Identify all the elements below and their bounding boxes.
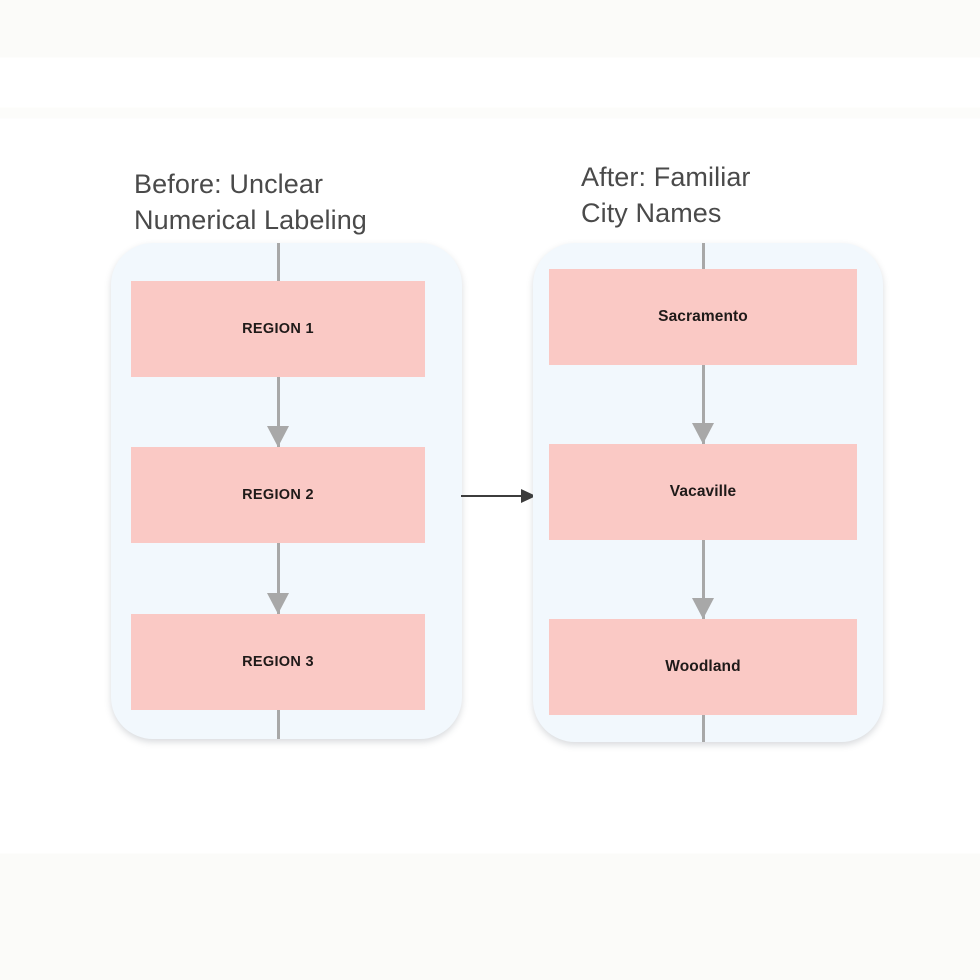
connector-before-1-to-2	[267, 377, 289, 447]
connector-after-1-to-2	[692, 365, 714, 444]
node-after-sacramento[interactable]: Sacramento	[549, 269, 857, 365]
arrowhead-down-icon	[692, 598, 714, 619]
connector-stem	[277, 543, 280, 614]
connector-before-top	[267, 243, 289, 281]
connector-stem	[702, 715, 705, 742]
connector-stem	[702, 540, 705, 619]
arrowhead-down-icon	[267, 593, 289, 614]
connector-before-bottom	[267, 710, 289, 739]
panel-before-heading: Before: Unclear Numerical Labeling	[134, 169, 367, 235]
connector-stem	[702, 243, 705, 270]
connector-after-bottom	[692, 715, 714, 742]
connector-stem	[702, 365, 705, 444]
node-before-region-1[interactable]: REGION 1	[131, 281, 425, 377]
connector-after-2-to-3	[692, 540, 714, 619]
connector-stem	[277, 377, 280, 447]
arrowhead-right-icon	[521, 489, 536, 503]
arrowhead-down-icon	[267, 426, 289, 447]
connector-stem	[277, 710, 280, 739]
connector-stem	[277, 243, 280, 281]
panel-after-heading: After: Familiar City Names	[581, 162, 751, 228]
node-after-woodland[interactable]: Woodland	[549, 619, 857, 715]
node-before-region-2[interactable]: REGION 2	[131, 447, 425, 543]
node-after-vacaville[interactable]: Vacaville	[549, 444, 857, 540]
node-before-region-3[interactable]: REGION 3	[131, 614, 425, 710]
before-to-after-arrow-icon	[461, 488, 536, 504]
arrowhead-down-icon	[692, 423, 714, 444]
connector-after-top	[692, 243, 714, 270]
connector-before-2-to-3	[267, 543, 289, 614]
arrow-stem	[461, 495, 524, 497]
